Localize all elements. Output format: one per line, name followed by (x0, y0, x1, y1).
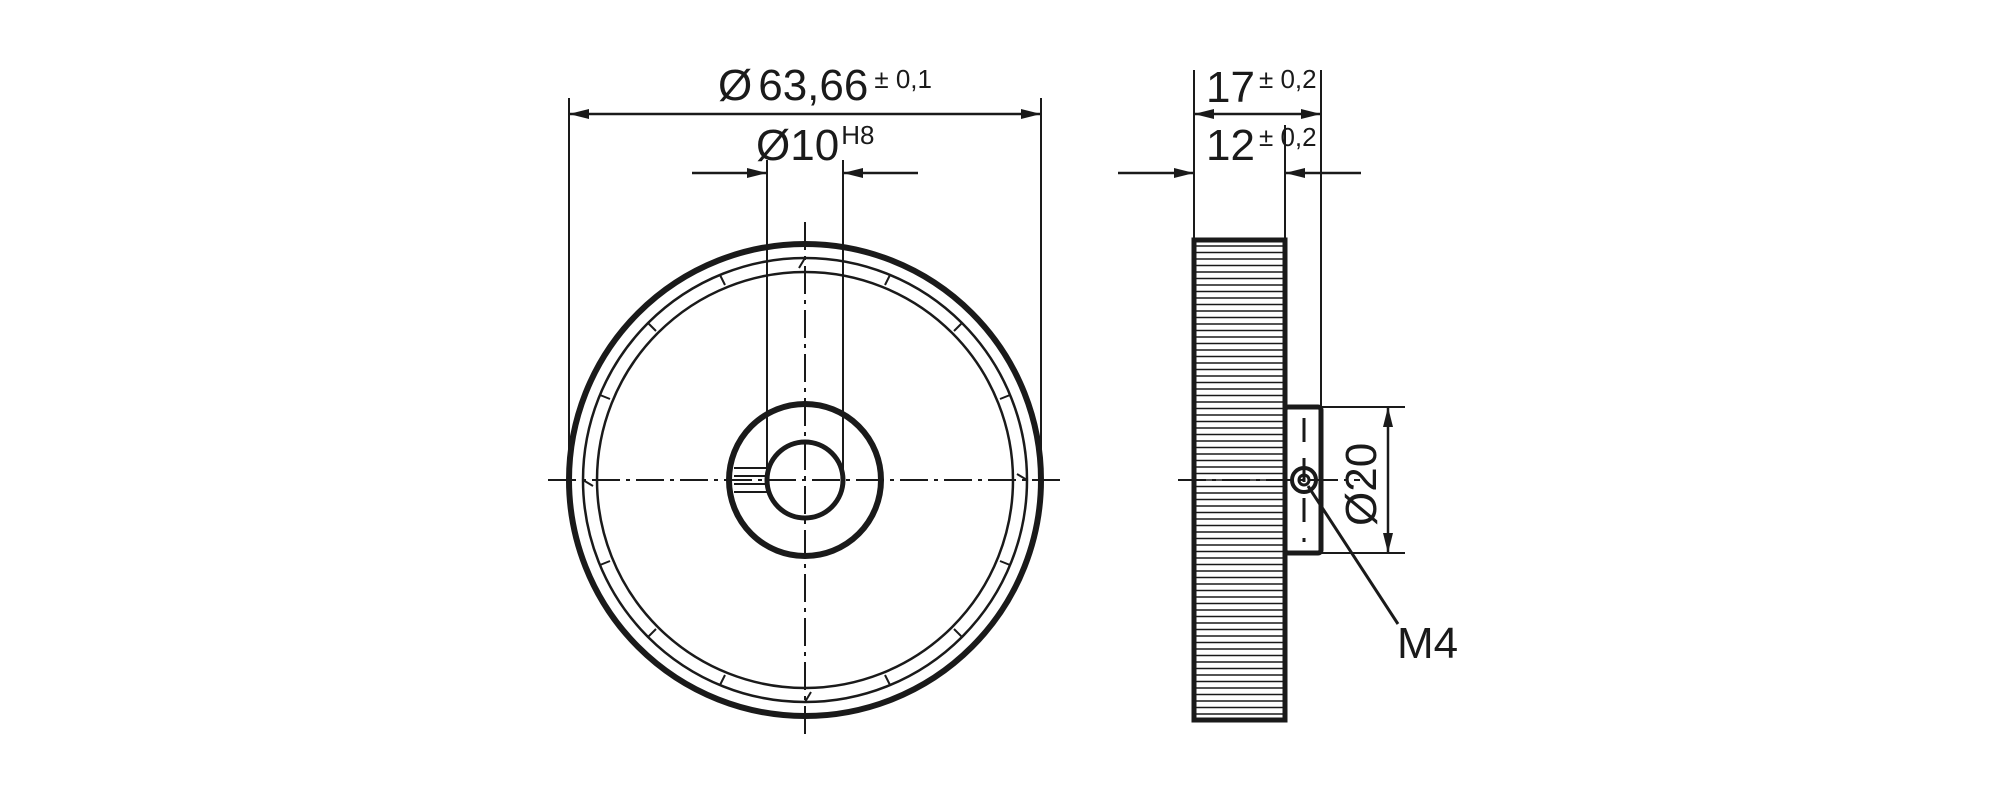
m4-leader-line (1306, 485, 1400, 625)
hub-section (1282, 404, 1324, 556)
thread-callout-label: M4 (1397, 619, 1458, 668)
set-screw-outer (1290, 466, 1318, 494)
hub-outer (726, 401, 884, 559)
knurl-lines (1196, 245, 1283, 715)
side-view (1118, 70, 1405, 723)
total-width-label: 17± 0,2 (1206, 63, 1317, 112)
set-screw-inner (1297, 473, 1311, 487)
knurl-notches (582, 257, 1028, 703)
front-view (548, 98, 1060, 736)
set-screw-hidden-lines (734, 467, 767, 493)
hub-diameter-label: Ø20 (1337, 443, 1386, 526)
wheel-width-label: 12± 0,2 (1206, 121, 1317, 170)
knurl-ring-inner (595, 270, 1015, 690)
bore-diameter-label: Ø10H8 (756, 120, 874, 170)
